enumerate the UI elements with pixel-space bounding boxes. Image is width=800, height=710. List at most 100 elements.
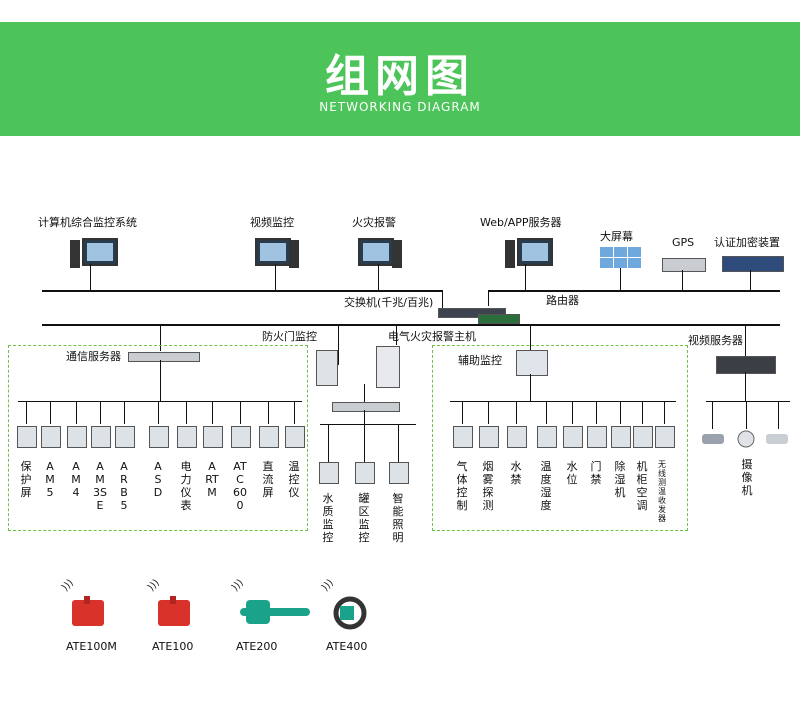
link-line xyxy=(364,424,365,462)
device-label: ASD xyxy=(153,460,163,499)
device-icon xyxy=(203,426,223,448)
label-switch: 交换机(千兆/百兆) xyxy=(344,296,434,309)
link-line xyxy=(642,401,643,424)
big-screen-wall xyxy=(600,247,642,273)
link-line xyxy=(396,325,397,345)
link-line xyxy=(530,325,531,353)
sensor-device-icon xyxy=(240,596,310,632)
device-label: 无线测温收发器 xyxy=(658,460,666,523)
link-line xyxy=(160,360,161,402)
wifi-icon: ))) xyxy=(59,577,76,594)
link-line xyxy=(268,401,269,424)
link-line xyxy=(294,401,295,424)
electrical-fire-device xyxy=(376,346,400,388)
device-label: AM3SE xyxy=(93,460,107,512)
sensor-label: ATE400 xyxy=(326,640,368,653)
label-big-screen: 大屏幕 xyxy=(600,230,633,243)
link-line xyxy=(124,401,125,424)
fire-door-device xyxy=(316,350,338,386)
device-label: 机柜空调 xyxy=(636,460,648,512)
link-line xyxy=(442,290,443,312)
link-line xyxy=(100,401,101,424)
link-line xyxy=(378,264,379,291)
page-title: 组网图 xyxy=(325,51,475,102)
link-line xyxy=(488,290,489,306)
camera-icon xyxy=(700,430,794,452)
device-icon xyxy=(563,426,583,448)
device-icon xyxy=(389,462,409,484)
device-icon xyxy=(587,426,607,448)
device-label: ARTM xyxy=(205,460,219,499)
sensor-label: ATE100M xyxy=(66,640,117,653)
link-line xyxy=(76,401,77,424)
link-line xyxy=(682,270,683,291)
device-label: 温度湿度 xyxy=(540,460,552,512)
device-label: ATC600 xyxy=(233,460,247,512)
encryption-device xyxy=(722,256,784,272)
wifi-icon: ))) xyxy=(319,577,336,594)
label-aux-monitor: 辅助监控 xyxy=(458,354,502,367)
sensor-device-icon xyxy=(330,596,370,634)
device-label: 保护屏 xyxy=(20,460,32,499)
device-icon xyxy=(285,426,305,448)
device-label: 气体控制 xyxy=(456,460,468,512)
comm-server-device xyxy=(128,352,200,362)
device-label: AM5 xyxy=(45,460,55,499)
device-label: 直流屏 xyxy=(262,460,274,499)
sensor-label: ATE100 xyxy=(152,640,194,653)
device-icon xyxy=(91,426,111,448)
device-label: 罐区监控 xyxy=(358,492,370,544)
link-line xyxy=(778,401,779,429)
link-line xyxy=(338,325,339,365)
label-comm-server: 通信服务器 xyxy=(66,350,121,363)
link-line xyxy=(158,401,159,424)
device-icon xyxy=(655,426,675,448)
link-line xyxy=(572,401,573,424)
label-encryption: 认证加密装置 xyxy=(714,236,780,249)
link-line xyxy=(50,401,51,424)
link-line xyxy=(240,401,241,424)
link-line xyxy=(516,401,517,424)
link-line xyxy=(186,401,187,424)
wifi-icon: ))) xyxy=(229,577,246,594)
label-monitoring-system: 计算机综合监控系统 xyxy=(38,216,137,229)
link-line xyxy=(530,374,531,402)
link-line xyxy=(462,401,463,424)
link-line xyxy=(212,401,213,424)
gps-device xyxy=(662,258,706,272)
device-icon xyxy=(17,426,37,448)
device-icon xyxy=(507,426,527,448)
header-banner: 组网图 NETWORKING DIAGRAM xyxy=(0,22,800,136)
center-switch-device xyxy=(332,402,400,412)
device-icon xyxy=(149,426,169,448)
device-label: 水位 xyxy=(566,460,578,486)
link-line xyxy=(26,401,27,424)
link-line xyxy=(488,401,489,424)
device-icon xyxy=(115,426,135,448)
label-video-server: 视频服务器 xyxy=(688,334,743,347)
sensor-device-icon xyxy=(70,596,110,632)
device-icon xyxy=(259,426,279,448)
label-router: 路由器 xyxy=(546,294,579,307)
link-line xyxy=(160,325,161,351)
device-icon xyxy=(231,426,251,448)
link-line xyxy=(525,264,526,291)
center-bus xyxy=(320,424,416,425)
router-device xyxy=(478,314,520,324)
label-camera: 摄像机 xyxy=(741,458,753,497)
link-line xyxy=(745,325,746,359)
video-bus xyxy=(706,401,790,402)
link-line xyxy=(745,372,746,402)
switch-device xyxy=(438,308,506,318)
device-icon xyxy=(633,426,653,448)
device-label: 智能照明 xyxy=(392,492,404,544)
device-icon xyxy=(453,426,473,448)
device-label: 电力仪表 xyxy=(180,460,192,512)
page-subtitle: NETWORKING DIAGRAM xyxy=(319,100,481,114)
link-line xyxy=(364,384,365,402)
link-line xyxy=(90,264,91,291)
link-line xyxy=(750,270,751,291)
link-line xyxy=(620,401,621,424)
device-label: 水质监控 xyxy=(322,492,334,544)
device-icon xyxy=(177,426,197,448)
